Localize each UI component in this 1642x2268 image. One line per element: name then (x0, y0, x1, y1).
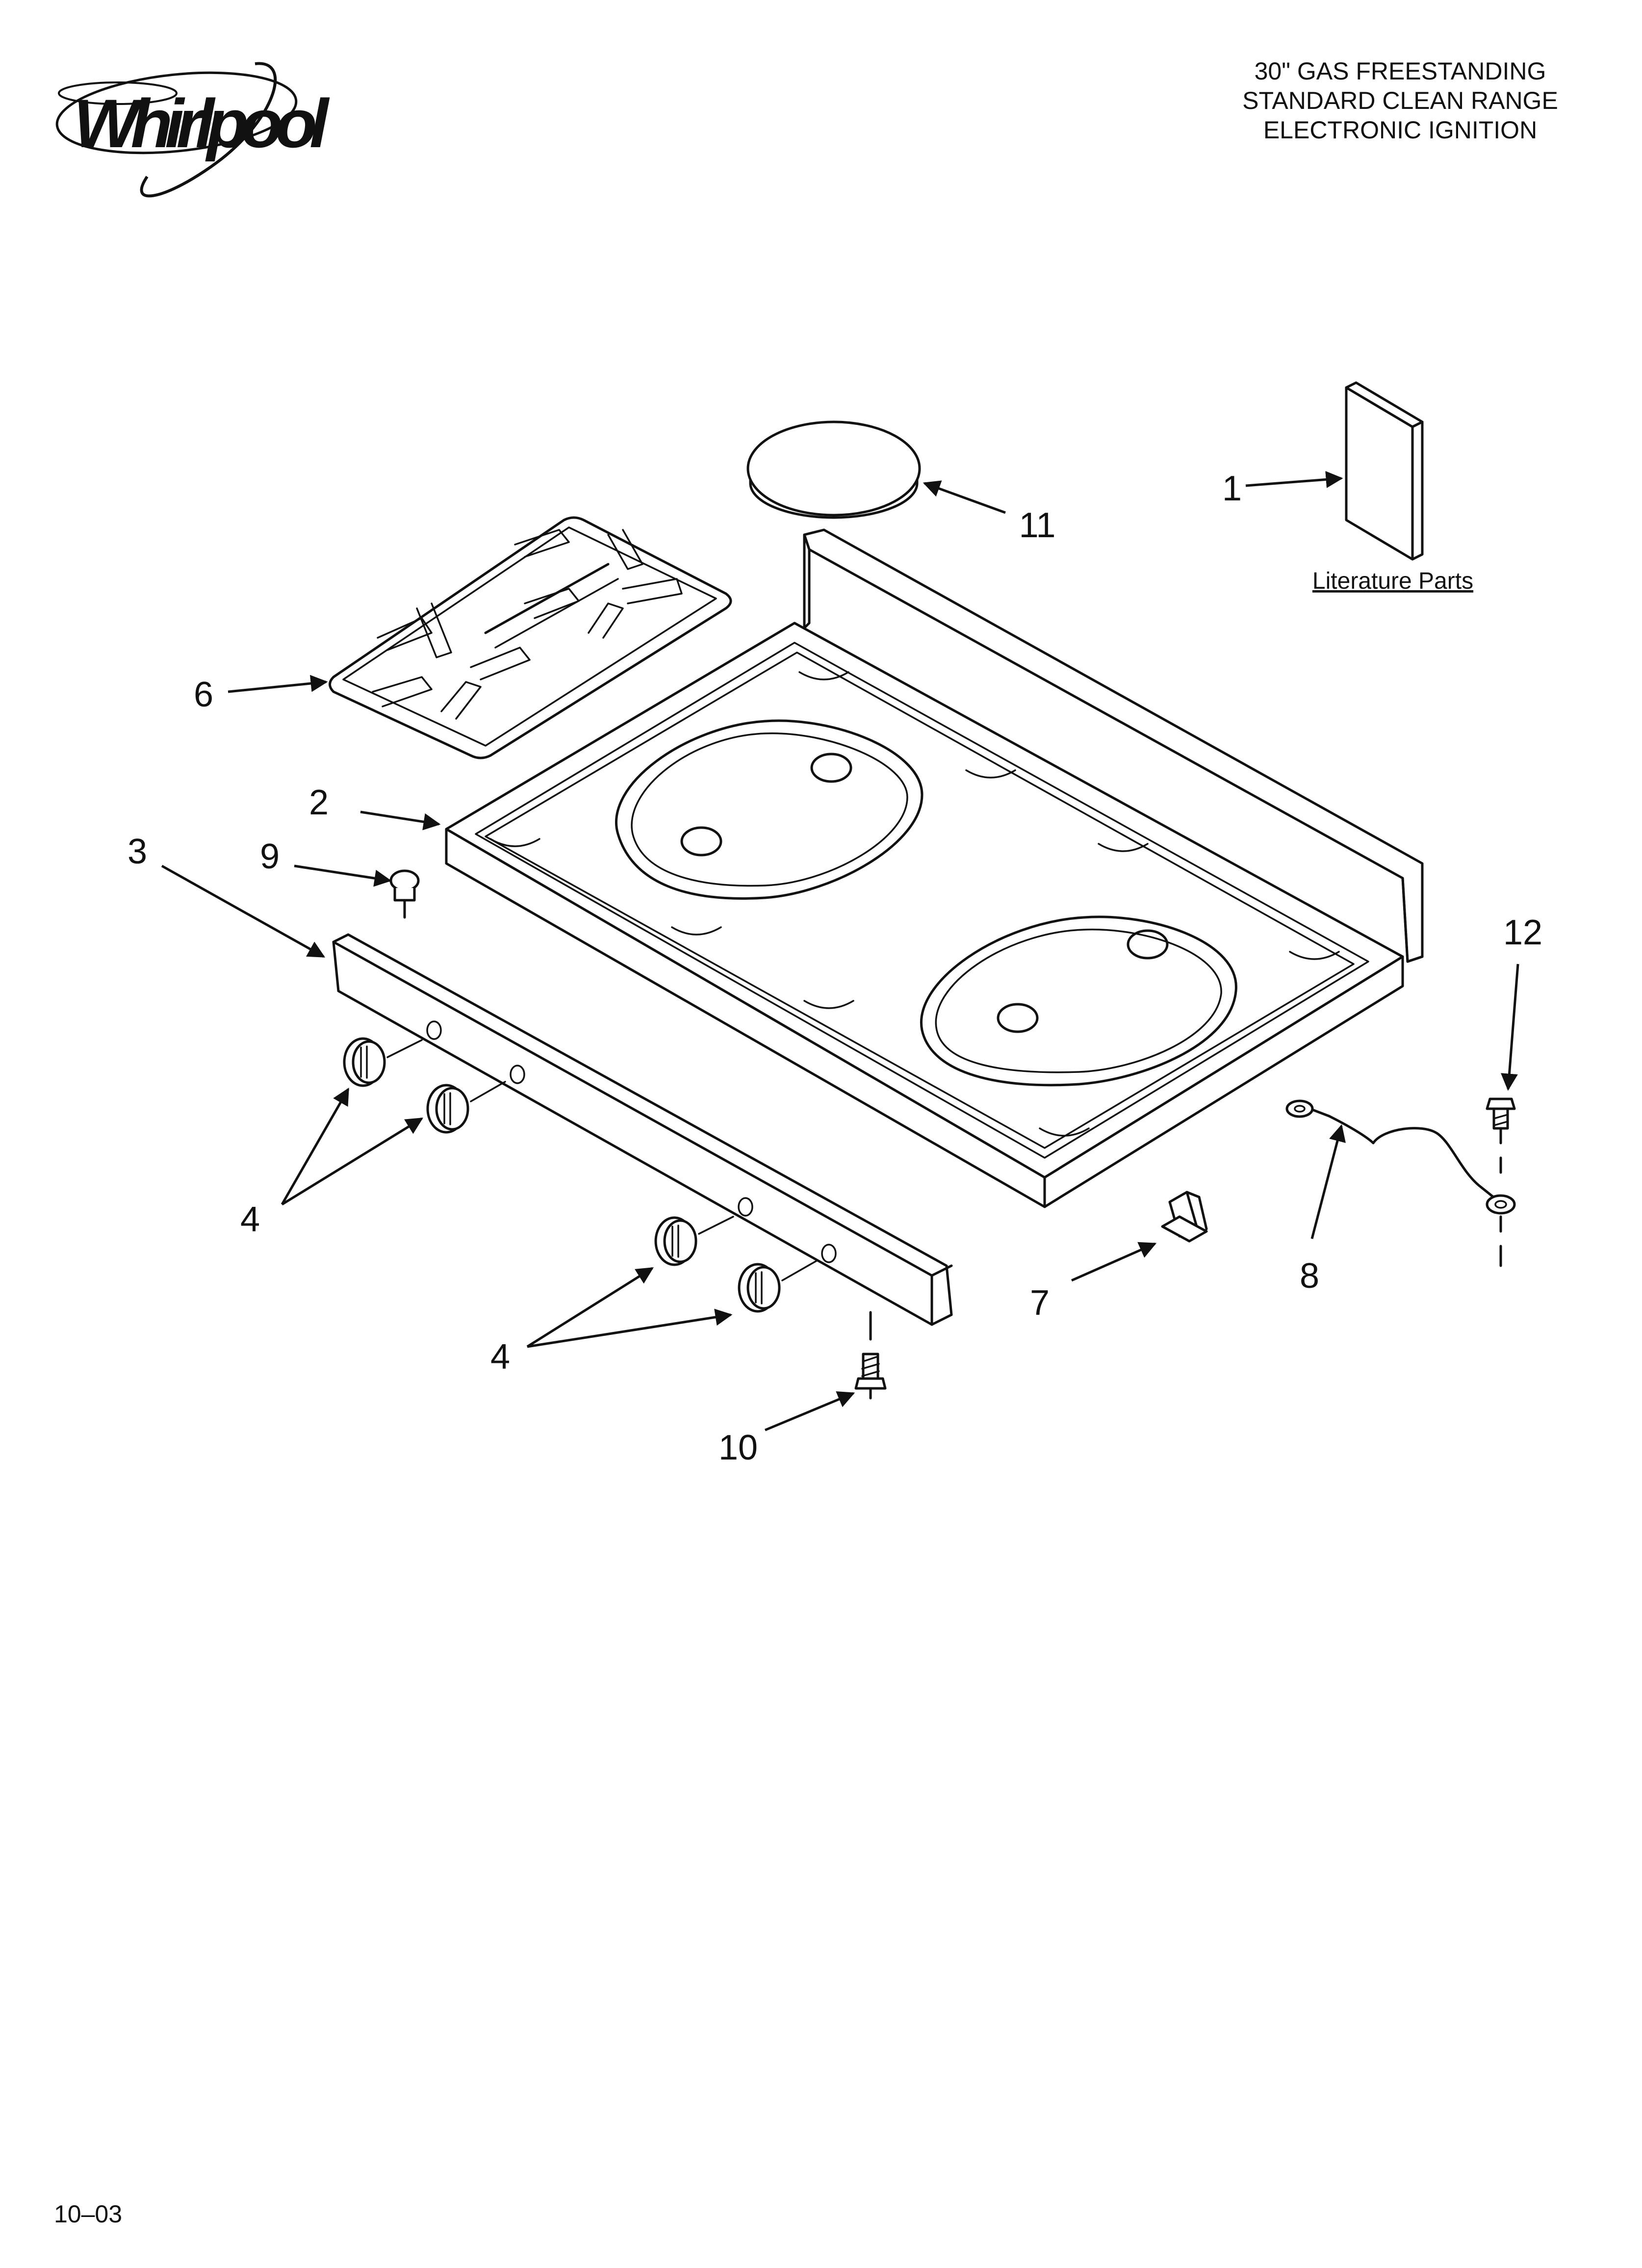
leader-4a-2 (281, 1117, 423, 1206)
callout-11: 11 (1019, 506, 1056, 545)
callout-3: 3 (128, 832, 147, 871)
footer-code: 10–03 (54, 2200, 122, 2228)
callout-4b: 4 (490, 1337, 510, 1377)
callout-8: 8 (1300, 1256, 1319, 1296)
clip-icon (1161, 1191, 1208, 1243)
burner-cap-icon (746, 420, 921, 519)
leader-7 (1071, 1242, 1157, 1282)
page-title: 30" GAS FREESTANDING STANDARD CLEAN RANG… (1242, 57, 1558, 144)
leader-12 (1501, 964, 1519, 1091)
knob-icon (343, 1037, 818, 1313)
callout-12: 12 (1503, 913, 1542, 952)
callout-7: 7 (1030, 1283, 1050, 1323)
callout-4a: 4 (240, 1200, 260, 1239)
leader-lines (161, 470, 1519, 1432)
leader-4b-2 (527, 1308, 733, 1348)
ground-screw-icon (1486, 1097, 1516, 1267)
callout-6: 6 (194, 675, 213, 714)
cooktop-icon (445, 528, 1424, 1208)
leader-9 (294, 864, 392, 887)
leader-3 (161, 864, 326, 958)
plug-button-icon (389, 869, 420, 919)
leader-4b-1 (526, 1267, 654, 1348)
leader-10 (765, 1391, 855, 1432)
title-line-2: STANDARD CLEAN RANGE (1242, 87, 1558, 114)
leader-6 (228, 675, 328, 693)
leader-1 (1245, 470, 1343, 488)
literature-label: Literature Parts (1312, 568, 1473, 594)
logo-text: Whirlpool (74, 85, 330, 162)
title-line-1: 30" GAS FREESTANDING (1255, 57, 1546, 85)
leader-4a-1 (281, 1087, 350, 1205)
callouts: 1 2 3 4 4 6 7 8 9 10 11 12 (128, 469, 1542, 1467)
callout-10: 10 (718, 1428, 758, 1467)
leader-2 (360, 810, 441, 831)
grate-icon (329, 516, 732, 759)
screw-icon (854, 1311, 887, 1400)
title-line-3: ELECTRONIC IGNITION (1263, 116, 1537, 144)
whirlpool-logo: Whirlpool (55, 62, 330, 198)
callout-9: 9 (260, 837, 280, 876)
literature-pack-icon (1345, 381, 1424, 561)
leader-8 (1310, 1124, 1346, 1239)
control-panel-icon (332, 933, 953, 1326)
callout-1: 1 (1222, 469, 1242, 508)
leader-11 (923, 480, 1006, 514)
ground-wire-icon (1285, 1099, 1516, 1215)
callout-2: 2 (309, 783, 329, 822)
